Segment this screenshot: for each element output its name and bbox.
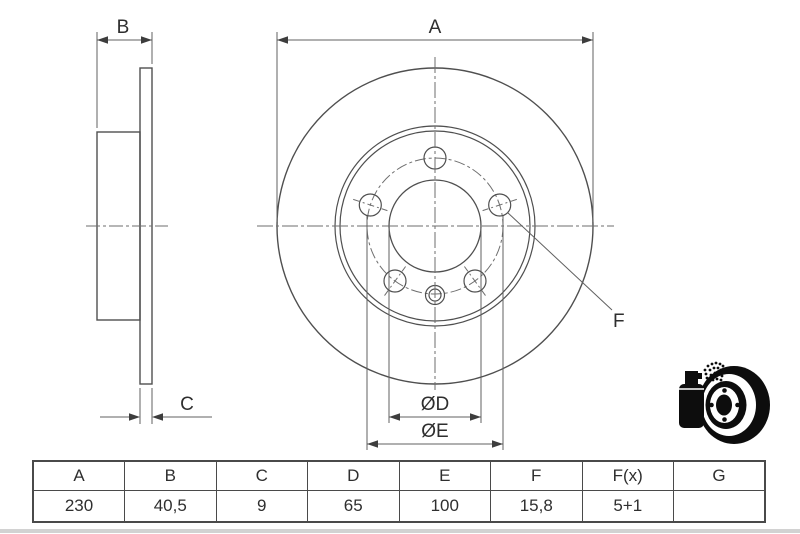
arrowhead-left-icon (389, 413, 400, 421)
dimension-e: ØE (366, 216, 504, 450)
dim-label-a: A (429, 17, 442, 38)
dimension-table: A B C D E F F(x) G 230 40,5 9 65 100 15,… (32, 460, 766, 523)
arrowhead-right-icon (492, 440, 503, 448)
spray-coated-disc-icon (679, 361, 770, 444)
dimension-a: A (276, 17, 594, 222)
table-value-cell: 9 (215, 490, 308, 523)
dim-label-b: B (117, 17, 130, 38)
dimension-b: B (96, 17, 153, 128)
bolt-hole (383, 269, 407, 293)
arrowhead-left-icon (277, 36, 288, 44)
table-value-cell: 5+1 (581, 490, 674, 523)
dim-label-f: F (613, 311, 625, 332)
dim-label-d: ØD (421, 394, 450, 415)
table-value-cell: 65 (307, 490, 400, 523)
front-view: A ØD ØE F (257, 17, 625, 450)
table-value-cell: 230 (32, 490, 125, 523)
table-header-cell: F (490, 460, 583, 491)
dimension-c: C (100, 388, 212, 424)
spray-can-icon (679, 371, 704, 428)
table-value-cell (673, 490, 766, 523)
brake-disc-technical-drawing: B C (86, 17, 625, 450)
bolt-hole (463, 269, 487, 293)
table-header-cell: D (307, 460, 400, 491)
table-header-cell: B (124, 460, 217, 491)
bottom-edge-strip (0, 529, 800, 533)
table-value-row: 230 40,5 9 65 100 15,8 5+1 (32, 490, 766, 523)
arrowhead-left-icon (152, 413, 163, 421)
coated-disc-icon (698, 366, 770, 444)
table-value-cell: 40,5 (124, 490, 217, 523)
dimension-d: ØD (388, 228, 482, 423)
dim-label-e: ØE (421, 421, 448, 442)
dim-label-c: C (180, 394, 194, 415)
table-header-cell: E (398, 460, 491, 491)
table-header-cell: C (215, 460, 308, 491)
arrowhead-right-icon (582, 36, 593, 44)
table-value-cell: 15,8 (490, 490, 583, 523)
table-header-row: A B C D E F F(x) G (32, 460, 766, 491)
table-header-cell: A (32, 460, 125, 491)
bolt-hole (358, 193, 382, 217)
table-value-cell: 100 (398, 490, 491, 523)
bolt-hole (488, 193, 512, 217)
f-leader-line (507, 212, 613, 311)
bolt-hole-centerlines (353, 198, 517, 296)
arrowhead-left-icon (97, 36, 108, 44)
arrowhead-right-icon (141, 36, 152, 44)
dimension-f: F (507, 212, 625, 332)
table-header-cell: G (673, 460, 766, 491)
table-header-cell: F(x) (581, 460, 674, 491)
side-view: B C (86, 17, 212, 424)
arrowhead-right-icon (129, 413, 140, 421)
arrowhead-left-icon (367, 440, 378, 448)
spray-dots-icon (703, 361, 725, 384)
arrowhead-right-icon (470, 413, 481, 421)
